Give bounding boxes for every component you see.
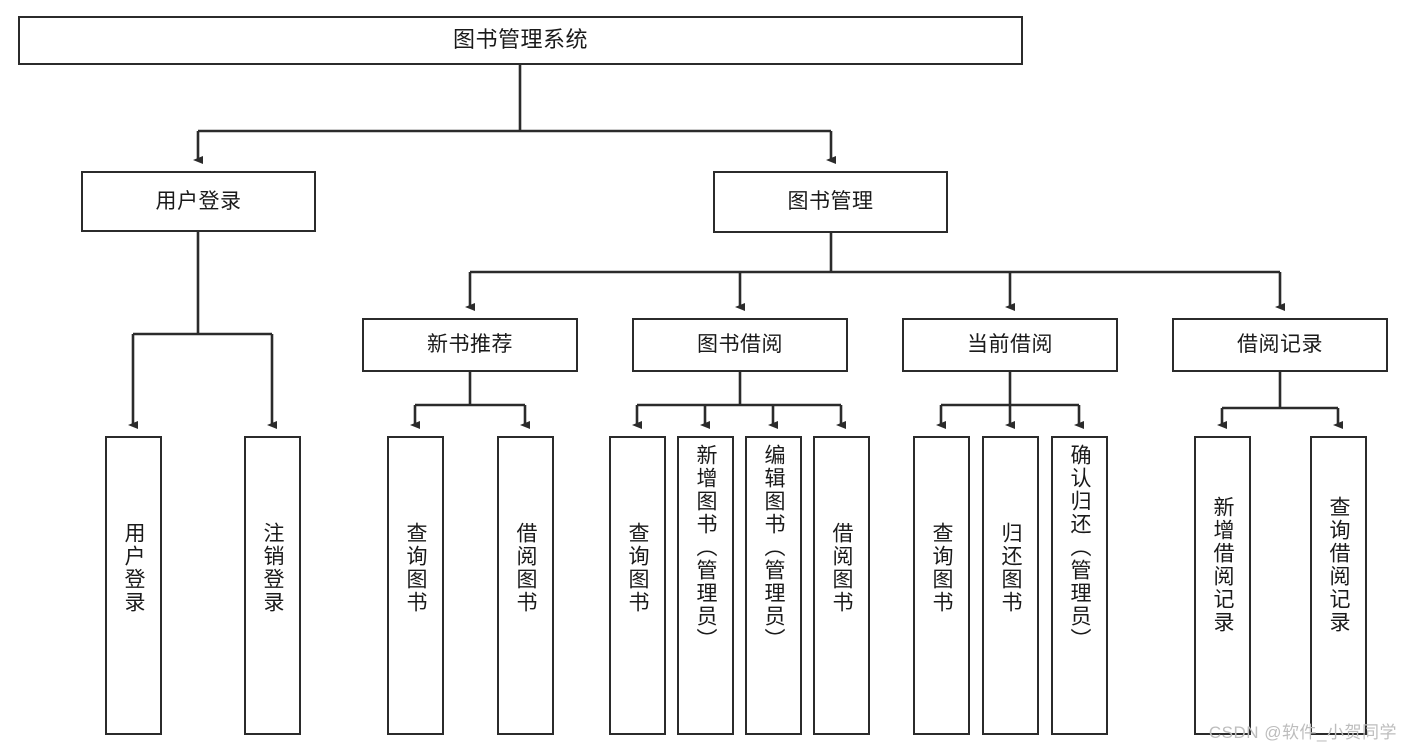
leaf-add-borrow-record[interactable]: 新增借阅记录 bbox=[1194, 436, 1251, 735]
node-current-borrow[interactable]: 当前借阅 bbox=[902, 318, 1118, 372]
leaf-logout[interactable]: 注销登录 bbox=[244, 436, 301, 735]
node-user-login-label: 用户登录 bbox=[155, 189, 242, 213]
node-user-login[interactable]: 用户登录 bbox=[81, 171, 316, 232]
node-book-borrow[interactable]: 图书借阅 bbox=[632, 318, 848, 372]
leaf-return-book[interactable]: 归还图书 bbox=[982, 436, 1039, 735]
node-borrow-record-label: 借阅记录 bbox=[1237, 333, 1323, 357]
leaf-borrow-book-recommend-label: 借阅图书 bbox=[514, 522, 537, 614]
node-book-management-label: 图书管理 bbox=[787, 190, 874, 214]
leaf-borrow-book-recommend[interactable]: 借阅图书 bbox=[497, 436, 554, 735]
leaf-add-borrow-record-label: 新增借阅记录 bbox=[1211, 496, 1234, 634]
leaf-confirm-return-admin-label: 确认归还（管理员） bbox=[1068, 444, 1091, 651]
leaf-edit-book-admin[interactable]: 编辑图书（管理员） bbox=[745, 436, 802, 735]
node-new-book-recommend[interactable]: 新书推荐 bbox=[362, 318, 578, 372]
leaf-borrow-book[interactable]: 借阅图书 bbox=[813, 436, 870, 735]
leaf-edit-book-admin-label: 编辑图书（管理员） bbox=[762, 444, 785, 651]
leaf-query-book-current[interactable]: 查询图书 bbox=[913, 436, 970, 735]
leaf-query-book-borrow[interactable]: 查询图书 bbox=[609, 436, 666, 735]
node-root-label: 图书管理系统 bbox=[452, 27, 588, 53]
leaf-query-borrow-record[interactable]: 查询借阅记录 bbox=[1310, 436, 1367, 735]
leaf-add-book-admin-label: 新增图书（管理员） bbox=[694, 444, 717, 651]
node-new-book-recommend-label: 新书推荐 bbox=[427, 333, 513, 357]
leaf-logout-label: 注销登录 bbox=[261, 522, 284, 614]
node-book-borrow-label: 图书借阅 bbox=[697, 333, 783, 357]
leaf-query-borrow-record-label: 查询借阅记录 bbox=[1327, 496, 1350, 634]
leaf-query-book-current-label: 查询图书 bbox=[930, 522, 953, 614]
leaf-query-book-recommend[interactable]: 查询图书 bbox=[387, 436, 444, 735]
leaf-query-book-borrow-label: 查询图书 bbox=[626, 522, 649, 614]
node-root[interactable]: 图书管理系统 bbox=[18, 16, 1023, 65]
watermark: CSDN @软件_小贺同学 bbox=[1208, 723, 1397, 742]
node-current-borrow-label: 当前借阅 bbox=[967, 333, 1053, 357]
leaf-confirm-return-admin[interactable]: 确认归还（管理员） bbox=[1051, 436, 1108, 735]
leaf-borrow-book-label: 借阅图书 bbox=[830, 522, 853, 614]
leaf-add-book-admin[interactable]: 新增图书（管理员） bbox=[677, 436, 734, 735]
leaf-user-login[interactable]: 用户登录 bbox=[105, 436, 162, 735]
leaf-user-login-label: 用户登录 bbox=[122, 522, 145, 614]
leaf-query-book-recommend-label: 查询图书 bbox=[404, 522, 427, 614]
leaf-return-book-label: 归还图书 bbox=[999, 522, 1022, 614]
node-book-management[interactable]: 图书管理 bbox=[713, 171, 948, 233]
node-borrow-record[interactable]: 借阅记录 bbox=[1172, 318, 1388, 372]
